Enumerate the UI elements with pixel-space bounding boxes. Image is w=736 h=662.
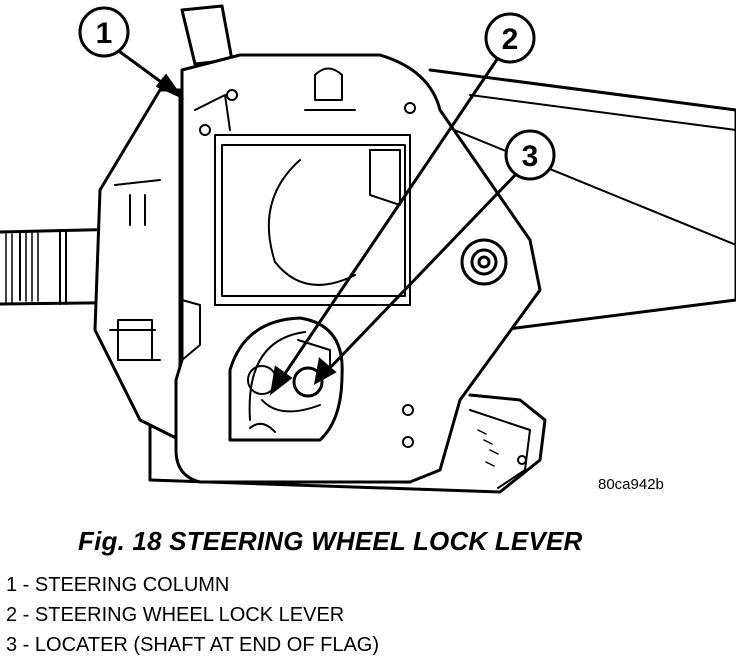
mounting-bolt (460, 238, 508, 286)
legend-item: 1 - STEERING COLUMN (6, 574, 230, 596)
image-code: 80ca942b (598, 476, 664, 493)
arrowhead-2 (269, 365, 293, 396)
leader-line-2 (280, 54, 502, 379)
callout-1: 1 (78, 6, 130, 58)
leader-line-3 (324, 168, 522, 374)
legend: 1 - STEERING COLUMN 2 - STEERING WHEEL L… (6, 570, 379, 660)
callout-3: 3 (504, 129, 556, 181)
legend-item: 2 - STEERING WHEEL LOCK LEVER (6, 604, 345, 626)
callout-2: 2 (484, 12, 536, 64)
arrowhead-1 (155, 73, 185, 100)
left-mechanism (93, 88, 182, 442)
arrowhead-3 (313, 357, 337, 385)
legend-item: 3 - LOCATER (SHAFT AT END OF FLAG) (6, 634, 380, 656)
steering-column-illustration: 1 2 3 (0, 4, 736, 494)
callout-1-number: 1 (96, 17, 113, 50)
leader-lines (111, 44, 522, 396)
column-tube-right (428, 68, 736, 332)
callout-2-number: 2 (502, 23, 519, 56)
callout-3-number: 3 (522, 140, 539, 173)
figure-title: Fig. 18 STEERING WHEEL LOCK LEVER (78, 526, 583, 556)
upper-tab (180, 4, 234, 66)
